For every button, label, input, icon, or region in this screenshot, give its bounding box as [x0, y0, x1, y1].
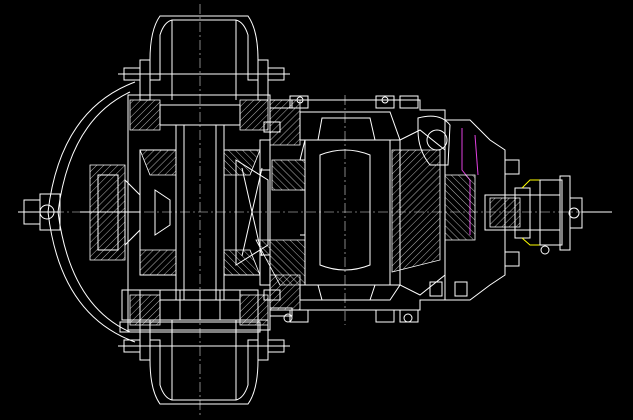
bevel-ring-gear — [391, 115, 451, 296]
rim-bolts — [118, 67, 290, 353]
pinion-housing — [429, 119, 520, 301]
hub-cap-dome — [18, 81, 136, 343]
fasteners — [128, 96, 413, 323]
lower-bolt-group — [119, 289, 261, 333]
side-bearing-left — [80, 164, 141, 261]
differential-gears — [255, 111, 401, 301]
wheel-hub — [127, 94, 271, 331]
pinion-shaft-flange — [484, 175, 612, 255]
planetary-gearset — [139, 149, 269, 276]
